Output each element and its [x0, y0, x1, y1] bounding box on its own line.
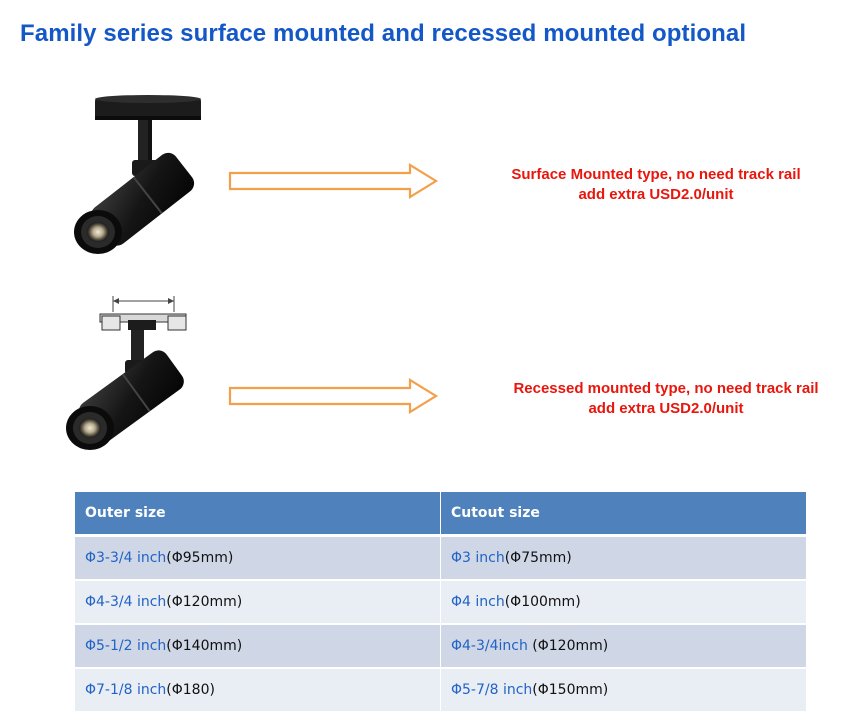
outer-metric: (Φ180)	[166, 682, 215, 698]
surface-mounted-spotlight-image	[74, 95, 201, 254]
cutout-metric: (Φ75mm)	[504, 550, 572, 566]
header-outer-size: Outer size	[75, 492, 441, 537]
cutout-size-cell: Φ4 inch(Φ100mm)	[440, 580, 806, 625]
cutout-imperial: Φ4-3/4inch	[451, 638, 528, 654]
outer-metric: (Φ120mm)	[166, 594, 243, 610]
outer-metric: (Φ140mm)	[166, 638, 243, 654]
cutout-metric: (Φ120mm)	[527, 638, 609, 654]
outer-size-cell: Φ4-3/4 inch(Φ120mm)	[75, 580, 441, 625]
outer-metric: (Φ95mm)	[166, 550, 234, 566]
recessed-mounted-spotlight-image	[66, 296, 187, 450]
header-cutout-size: Cutout size	[440, 492, 806, 537]
surface-note-line-1: Surface Mounted type, no need track rail	[511, 166, 801, 183]
table-row: Φ3-3/4 inch(Φ95mm) Φ3 inch(Φ75mm)	[75, 535, 806, 581]
cutout-metric: (Φ100mm)	[504, 594, 581, 610]
recessed-note-line-1: Recessed mounted type, no need track rai…	[513, 380, 819, 397]
outer-size-cell: Φ3-3/4 inch(Φ95mm)	[75, 535, 441, 581]
surface-mounted-note: Surface Mounted type, no need track rail…	[470, 165, 842, 205]
cutout-size-cell: Φ5-7/8 inch(Φ150mm)	[440, 668, 806, 713]
table-row: Φ4-3/4 inch(Φ120mm) Φ4 inch(Φ100mm)	[75, 580, 806, 625]
cutout-imperial: Φ5-7/8 inch	[451, 682, 533, 698]
surface-note-line-2: add extra USD2.0/unit	[578, 186, 734, 203]
page-title: Family series surface mounted and recess…	[20, 20, 747, 47]
outer-imperial: Φ7-1/8 inch	[85, 682, 167, 698]
cutout-metric: (Φ150mm)	[532, 682, 609, 698]
size-table: Outer size Cutout size Φ3-3/4 inch(Φ95mm…	[75, 492, 806, 713]
cutout-imperial: Φ3 inch	[451, 550, 505, 566]
right-arrow-icon	[228, 163, 439, 199]
outer-size-cell: Φ7-1/8 inch(Φ180)	[75, 668, 441, 713]
outer-size-cell: Φ5-1/2 inch(Φ140mm)	[75, 624, 441, 669]
table-header-row: Outer size Cutout size	[75, 492, 806, 537]
table-row: Φ7-1/8 inch(Φ180) Φ5-7/8 inch(Φ150mm)	[75, 668, 806, 713]
cutout-size-cell: Φ4-3/4inch (Φ120mm)	[440, 624, 806, 669]
cutout-imperial: Φ4 inch	[451, 594, 505, 610]
cutout-size-cell: Φ3 inch(Φ75mm)	[440, 535, 806, 581]
outer-imperial: Φ3-3/4 inch	[85, 550, 167, 566]
recessed-note-line-2: add extra USD2.0/unit	[588, 400, 744, 417]
outer-imperial: Φ5-1/2 inch	[85, 638, 167, 654]
recessed-mounted-note: Recessed mounted type, no need track rai…	[476, 379, 856, 419]
outer-imperial: Φ4-3/4 inch	[85, 594, 167, 610]
right-arrow-icon	[228, 378, 439, 414]
table-row: Φ5-1/2 inch(Φ140mm) Φ4-3/4inch (Φ120mm)	[75, 624, 806, 669]
